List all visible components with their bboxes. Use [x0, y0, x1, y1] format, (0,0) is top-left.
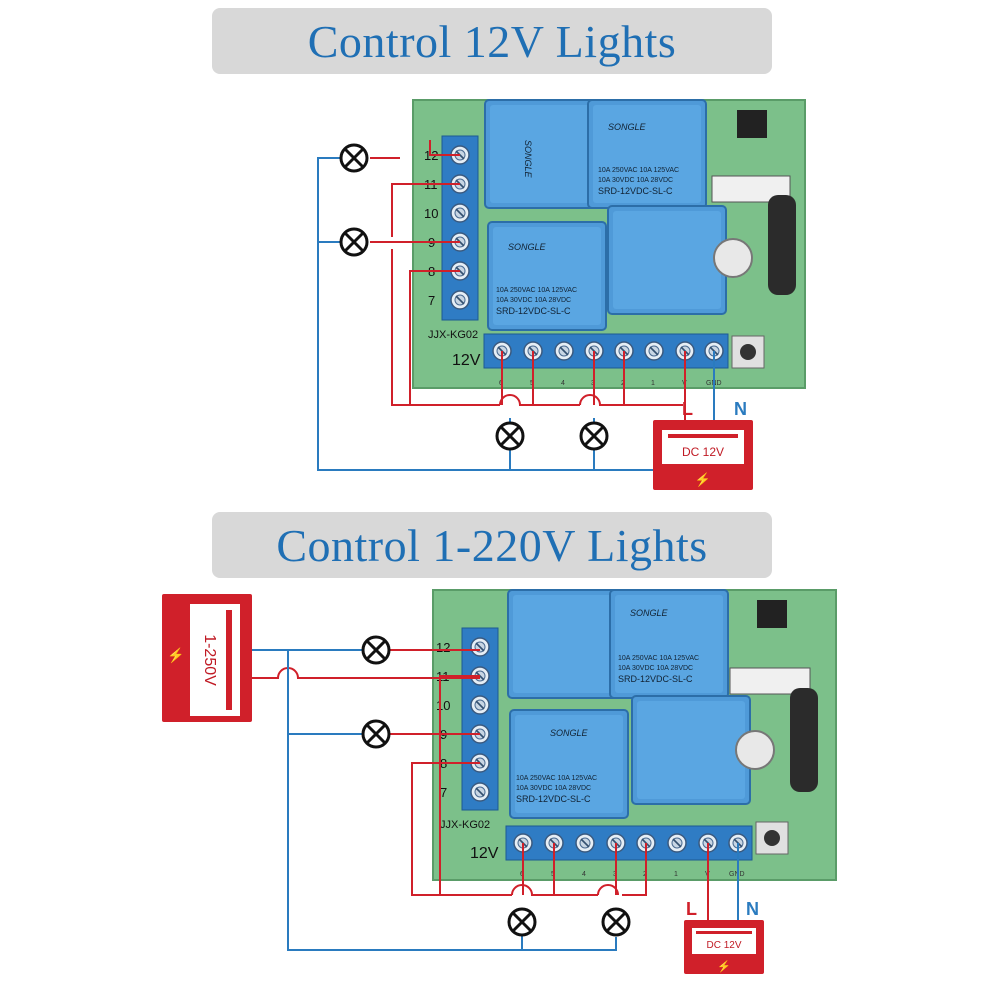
lightning-icon: ⚡	[717, 960, 731, 973]
button-cap	[764, 830, 780, 846]
terminal-block-left-bottom	[461, 627, 499, 811]
terminal-label: 10	[424, 206, 438, 221]
button-icon	[731, 335, 765, 369]
lamp-icon	[507, 907, 537, 937]
wires-red-top	[370, 140, 686, 420]
terminal-label: 4	[582, 871, 586, 878]
relay-rating-1: 10A 250VAC 10A 125VAC	[516, 775, 597, 782]
relay-model: SRD-12VDC-SL-C	[496, 306, 571, 316]
terminal-label: 7	[440, 785, 447, 800]
relay-top-4	[607, 205, 727, 315]
title-banner-220v: Control 1-220V Lights	[212, 512, 772, 578]
relay-bottom-4	[631, 695, 751, 805]
terminal-label: 7	[428, 293, 435, 308]
ac-label: 1-250V	[201, 634, 218, 686]
terminal-block-left-top	[441, 135, 479, 321]
title-220v: Control 1-220V Lights	[276, 519, 708, 571]
terminal-label: GND	[729, 871, 745, 878]
board-voltage-label: 12V	[470, 845, 499, 862]
relay-bottom-1	[507, 589, 627, 699]
lightning-icon: ⚡	[695, 472, 711, 488]
terminal-label: 12	[436, 640, 450, 655]
lamp-icon	[601, 907, 631, 937]
ac-supply: ⚡ 1-250V	[162, 594, 252, 722]
relay-rating-2: 10A 30VDC 10A 28VDC	[496, 297, 571, 304]
relay-brand: SONGLE	[508, 242, 547, 252]
ic-chip	[737, 110, 767, 138]
live-label: L	[682, 399, 693, 419]
antenna-icon	[790, 688, 818, 792]
lamp-icon	[361, 719, 391, 749]
relay-board-top: SONGLE SONGLE 10A 250VAC 10A 125VAC 10A …	[412, 99, 806, 389]
board-model-label: JJX-KG02	[428, 329, 478, 341]
relay-brand: SONGLE	[630, 608, 669, 618]
terminal-label: 4	[561, 380, 565, 387]
relay-board-bottom: SONGLE 10A 250VAC 10A 125VAC 10A 30VDC 1…	[432, 589, 837, 881]
relay-bottom-2: SONGLE 10A 250VAC 10A 125VAC 10A 30VDC 1…	[609, 589, 729, 699]
dc-supply-bottom: DC 12V ⚡	[684, 920, 764, 974]
relay-top-2: SONGLE 10A 250VAC 10A 125VAC 10A 30VDC 1…	[587, 99, 707, 209]
board-model-label: JJX-KG02	[440, 819, 490, 831]
dc-supply-top: DC 12V ⚡	[653, 420, 753, 490]
relay-model: SRD-12VDC-SL-C	[598, 186, 673, 196]
relay-brand: SONGLE	[550, 728, 589, 738]
button-cap	[740, 344, 756, 360]
ic-chip	[757, 600, 787, 628]
lamp-icon	[339, 143, 369, 173]
capacitor-icon	[735, 730, 775, 770]
relay-bottom-3: SONGLE 10A 250VAC 10A 125VAC 10A 30VDC 1…	[509, 709, 629, 819]
lamp-icon	[361, 635, 391, 665]
antenna-icon	[768, 195, 796, 295]
relay-rating-2: 10A 30VDC 10A 28VDC	[598, 177, 673, 184]
relay-model: SRD-12VDC-SL-C	[618, 674, 693, 684]
terminal-label: 1	[674, 871, 678, 878]
neutral-label: N	[746, 899, 759, 919]
relay-rating-2: 10A 30VDC 10A 28VDC	[516, 785, 591, 792]
dc-label: DC 12V	[706, 940, 741, 951]
relay-top-3: SONGLE 10A 250VAC 10A 125VAC 10A 30VDC 1…	[487, 221, 607, 331]
relay-model: SRD-12VDC-SL-C	[516, 794, 591, 804]
relay-rating-2: 10A 30VDC 10A 28VDC	[618, 665, 693, 672]
lamp-icon	[495, 421, 525, 451]
live-label: L	[686, 899, 697, 919]
relay-rating-1: 10A 250VAC 10A 125VAC	[496, 287, 577, 294]
relay-rating-1: 10A 250VAC 10A 125VAC	[598, 167, 679, 174]
capacitor-icon	[713, 238, 753, 278]
neutral-label: N	[734, 399, 747, 419]
wires-red-bottom	[252, 649, 709, 920]
terminal-label: 10	[436, 698, 450, 713]
lightning-icon: ⚡	[167, 647, 184, 664]
board-voltage-label: 12V	[452, 352, 481, 369]
lamp-icon	[579, 421, 609, 451]
title-12v: Control 12V Lights	[307, 15, 677, 67]
title-banner-12v: Control 12V Lights	[212, 8, 772, 74]
relay-brand: SONGLE	[608, 122, 647, 132]
terminal-label: 1	[651, 380, 655, 387]
relay-rating-1: 10A 250VAC 10A 125VAC	[618, 655, 699, 662]
lamp-icon	[339, 227, 369, 257]
relay-top-1: SONGLE	[484, 99, 604, 209]
relay-brand: SONGLE	[523, 140, 533, 179]
dc-label: DC 12V	[682, 445, 724, 459]
